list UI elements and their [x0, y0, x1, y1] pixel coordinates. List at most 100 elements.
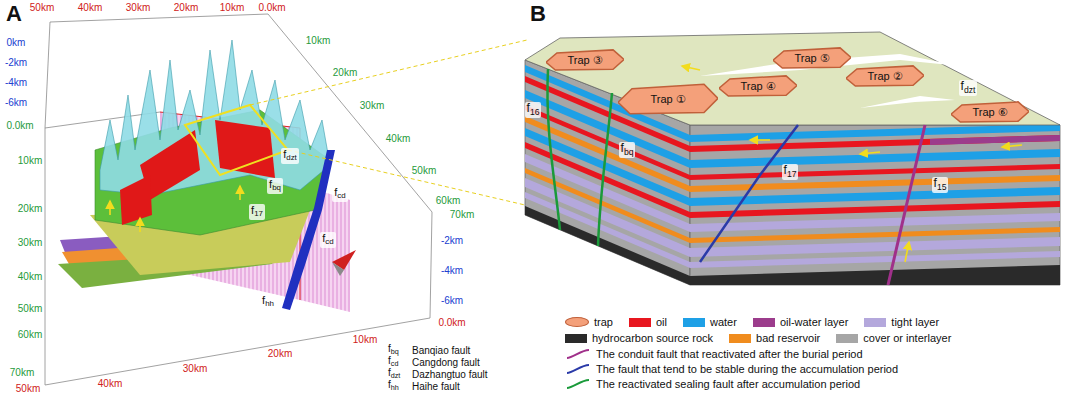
- axis-tick: 60km: [18, 329, 42, 340]
- zoom-line: [250, 40, 527, 205]
- axis-tick: 30km: [360, 100, 384, 111]
- fault-name: f15: [932, 177, 949, 192]
- legend-item: oil: [629, 316, 667, 328]
- legend-text: Cangdong fault: [412, 357, 480, 368]
- legend-line: [567, 365, 589, 373]
- legend-row: hydrocarbon source rockbad reservoircove…: [565, 332, 951, 344]
- subscript: 17: [254, 210, 263, 219]
- axis-tick: 10km: [220, 2, 244, 13]
- trap-label: Trap ⑤: [794, 52, 829, 64]
- legend-swatch: [729, 334, 751, 343]
- legend-text: The conduit fault that reactivated after…: [596, 348, 863, 360]
- legend-text: water: [710, 316, 737, 328]
- zoom-line: [288, 150, 525, 205]
- model-box: [45, 14, 432, 385]
- trap-shape: Trap ①: [618, 83, 718, 115]
- study-area-frame: [185, 105, 288, 175]
- legend-text: Banqiao fault: [412, 345, 470, 356]
- legend-item: The conduit fault that reactivated after…: [565, 348, 863, 360]
- legend-item: cover or interlayer: [836, 332, 951, 344]
- axis-tick: 0.0km: [258, 2, 285, 13]
- axis-tick: 50km: [18, 303, 42, 314]
- legend-text: oil: [656, 316, 667, 328]
- fault-name: fbq: [619, 142, 636, 157]
- trap-shape: Trap ⑥: [951, 101, 1029, 123]
- axis-tick: -4km: [441, 265, 463, 276]
- water-layer: [690, 149, 1060, 168]
- fault-name: fhh: [260, 294, 276, 309]
- fault-f16: [547, 69, 560, 230]
- axis-tick: 30km: [183, 363, 207, 374]
- legend-line-sample: [565, 348, 591, 360]
- migration-arrow: [860, 152, 880, 154]
- migration-arrow: [1002, 145, 1022, 147]
- trap-label: Trap ④: [740, 80, 775, 92]
- trap-fill: [846, 66, 924, 86]
- legend-swatch: [565, 334, 587, 343]
- axis-tick: -6km: [5, 97, 27, 108]
- migration-arrow: [750, 139, 770, 141]
- legend-line-sample: [565, 363, 591, 375]
- source-rock: [525, 206, 690, 285]
- axis-tick: 40km: [18, 271, 42, 282]
- subscript: bq: [391, 348, 399, 357]
- fault-name: fhh: [388, 379, 399, 392]
- fault-spikes: [100, 40, 330, 195]
- subscript: cd: [325, 238, 333, 247]
- fault-name: fbq: [267, 178, 283, 193]
- axis-tick: 60km: [436, 195, 460, 206]
- axis-tick: 70km: [450, 209, 474, 220]
- legend-swatch: [629, 318, 651, 327]
- legend-text: The reactivated sealing fault after accu…: [596, 378, 860, 390]
- trap-label: Trap ②: [867, 70, 902, 82]
- axis-tick: 20km: [18, 203, 42, 214]
- axis-tick: 50km: [16, 383, 40, 394]
- legend-swatch: [683, 318, 705, 327]
- migration-arrow: [682, 66, 1022, 262]
- legend-row: The reactivated sealing fault after accu…: [565, 378, 860, 390]
- trap-fill: [951, 102, 1029, 122]
- axis-tick: 50km: [30, 2, 54, 13]
- axis-tick: 20km: [268, 348, 292, 359]
- fault-name: fcd: [332, 186, 347, 201]
- fault-fbq: [598, 93, 612, 246]
- fault-name: fdzt: [959, 80, 978, 95]
- legend-item: tight layer: [864, 316, 939, 328]
- source-rock: [525, 206, 1060, 285]
- migration-arrow: [239, 186, 241, 200]
- legend-text: cover or interlayer: [863, 332, 951, 344]
- trap-label: Trap ⑥: [972, 106, 1007, 118]
- legend-item: water: [683, 316, 737, 328]
- red-fault-surface: [215, 120, 275, 178]
- axis-tick: -2km: [441, 235, 463, 246]
- legend-text: oil-water layer: [780, 316, 848, 328]
- legend-item: trap: [565, 316, 613, 328]
- legend-swatch: [864, 318, 886, 327]
- legend-item: The reactivated sealing fault after accu…: [565, 378, 860, 390]
- axis-tick: 30km: [18, 237, 42, 248]
- fault-name: f16: [525, 102, 542, 117]
- fault-name: fdzt: [388, 367, 400, 380]
- tight-layer: [690, 213, 1060, 232]
- subscript: 15: [937, 182, 947, 192]
- panel-letter: A: [6, 2, 22, 26]
- legend-row: trap oil water oil-water layer tight layer: [565, 316, 939, 328]
- axis-tick: 50km: [412, 165, 436, 176]
- bad-reservoir: [525, 116, 1060, 243]
- trap-shape: Trap ②: [846, 65, 924, 87]
- legend-item: The fault that tend to be stable during …: [565, 363, 898, 375]
- migration-arrow: [139, 218, 141, 232]
- north-arrow: [332, 262, 344, 276]
- legend-line: [567, 350, 589, 358]
- tight-layer: [525, 154, 1060, 268]
- trap-fill: [773, 48, 851, 68]
- block-top-surface: [525, 32, 1060, 125]
- axis-tick: 40km: [98, 378, 122, 389]
- legend-row: The conduit fault that reactivated after…: [565, 348, 863, 360]
- legend-text: The fault that tend to be stable during …: [596, 363, 898, 375]
- surface-crack: [860, 96, 955, 108]
- trap-shape: Trap ④: [719, 75, 797, 97]
- model-box: [45, 22, 430, 385]
- block-front-face: [690, 125, 1060, 285]
- migration-arrow: [682, 66, 700, 70]
